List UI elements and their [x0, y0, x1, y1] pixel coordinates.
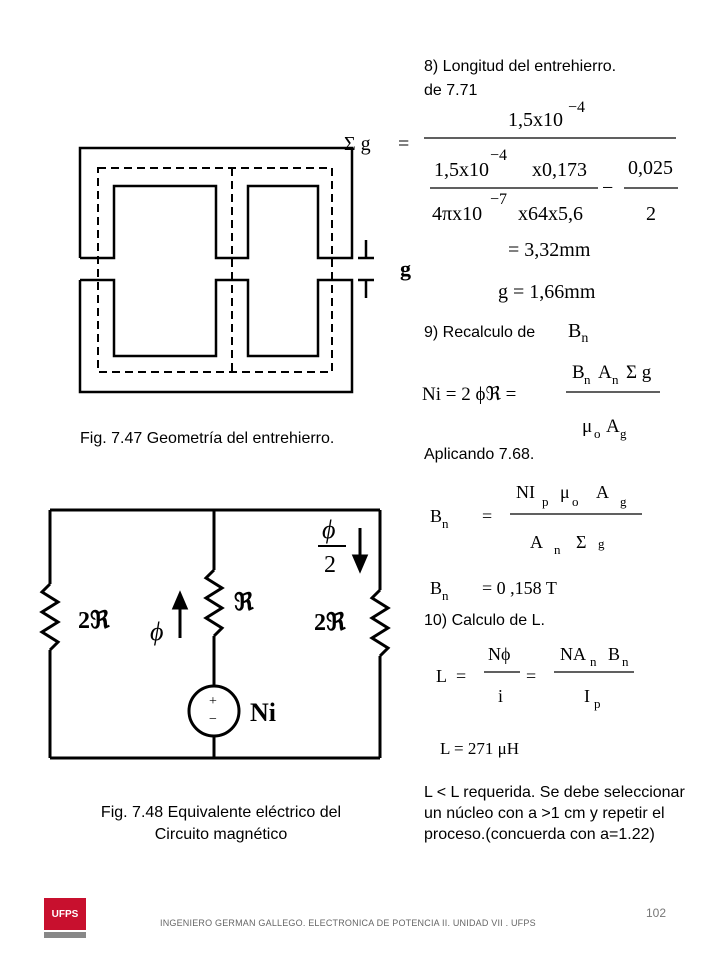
svg-text:A: A [598, 362, 612, 383]
svg-text:p: p [594, 696, 601, 711]
ufps-logo: UFPS [44, 898, 92, 944]
svg-text:A: A [606, 416, 620, 437]
svg-text:NI: NI [516, 482, 535, 502]
svg-text:=: = [482, 506, 492, 526]
eq8-den1a: 1,5x10 [434, 159, 489, 181]
svg-text:n: n [622, 654, 629, 669]
resistor-right [369, 588, 391, 658]
svg-text:n: n [584, 372, 591, 387]
svg-text:n: n [442, 588, 449, 603]
equation-gap-length: Σ g = 1,5x10 −4 1,5x10 −4 x0,173 4πx10 −… [344, 99, 678, 303]
step8-heading: 8) Longitud del entrehierro. [424, 58, 617, 75]
svg-text:A: A [530, 532, 543, 552]
svg-text:=: = [456, 666, 466, 686]
mmf-source [187, 684, 241, 738]
equation-recalc-bn: Ni = 2 ϕℜ = B n A n Σ g μ o A g [422, 362, 660, 441]
eq8-num: 1,5x10 [508, 109, 563, 131]
svg-text:=: = [398, 133, 409, 155]
svg-text:μ: μ [560, 482, 570, 502]
eq8-den1b: x0,173 [532, 159, 587, 181]
svg-text:Σ: Σ [576, 532, 586, 552]
r-right-label: 2ℜ [314, 610, 346, 636]
eq968-result: = 0 ,158 T [482, 578, 557, 598]
svg-text:μ: μ [582, 416, 592, 437]
fig2-caption-line1: Fig. 7.48 Equivalente eléctrico del [100, 804, 342, 821]
svg-text:Σ g: Σ g [626, 362, 652, 383]
step9-apply: Aplicando 7.68. [424, 446, 535, 463]
eq9-lhs: Ni = 2 ϕℜ = [422, 384, 516, 405]
svg-text:n: n [442, 516, 449, 531]
resistor-left [39, 582, 61, 652]
svg-text:n: n [612, 372, 619, 387]
conclusion-text: L < L requerida. Se debe seleccionar un … [424, 784, 685, 843]
svg-text:Nϕ: Nϕ [488, 644, 510, 664]
svg-text:A: A [596, 482, 609, 502]
step8-ref: de 7.71 [424, 82, 478, 99]
svg-text:−: − [602, 177, 613, 199]
svg-text:o: o [572, 494, 579, 509]
eq8-num-exp: −4 [568, 99, 585, 116]
phi-half-num: ϕ [322, 515, 335, 544]
eq10-result: L = 271 μH [440, 739, 519, 758]
svg-text:n: n [554, 542, 561, 557]
svg-text:I: I [584, 686, 590, 706]
svg-text:g: g [620, 426, 627, 441]
svg-text:B: B [572, 362, 585, 383]
phi-arrow-up [171, 590, 189, 638]
svg-text:g: g [620, 494, 627, 509]
eq8-res2: g = 1,66mm [498, 281, 596, 303]
eq8-den1d: x64x5,6 [518, 203, 583, 225]
phi-half-den: 2 [324, 552, 336, 578]
svg-text:+: + [209, 694, 217, 709]
step9-heading: 9) Recalculo de [424, 324, 536, 341]
svg-text:o: o [594, 426, 601, 441]
eq8-den2n: 0,025 [628, 157, 673, 179]
equation-7-68: B n = NI p μ o A g A n Σ g B n = 0 ,158 … [430, 482, 642, 603]
footer-text: INGENIERO GERMAN GALLEGO. ELECTRONICA DE… [160, 918, 536, 928]
svg-text:B: B [430, 578, 442, 598]
svg-text:n: n [590, 654, 597, 669]
eq8-den1c-exp: −7 [490, 191, 507, 208]
svg-text:B: B [430, 506, 442, 526]
r-left-label: 2ℜ [78, 608, 110, 634]
eq8-den1c: 4πx10 [432, 203, 482, 225]
eq8-res1: = 3,32mm [508, 239, 591, 261]
phi-label: ϕ [150, 617, 163, 646]
figure-circuit: 2ℜ ℜ 2ℜ ϕ ϕ 2 + − Ni [39, 508, 391, 760]
svg-text:p: p [542, 494, 549, 509]
gap-marker [358, 240, 374, 298]
source-label: Ni [250, 698, 276, 727]
eq8-den1a-exp: −4 [490, 147, 507, 164]
step9-symbol: Bn [568, 320, 589, 346]
phi-half-arrow-down [351, 528, 369, 574]
svg-text:L: L [436, 666, 447, 686]
r-mid-label: ℜ [234, 590, 254, 616]
fig1-caption: Fig. 7.47 Geometría del entrehierro. [80, 430, 335, 447]
eq8-den2d: 2 [646, 203, 656, 225]
fig2-caption-line2: Circuito magnético [154, 826, 288, 843]
svg-text:=: = [526, 666, 536, 686]
page-number: 102 [646, 906, 667, 920]
resistor-middle [203, 568, 225, 638]
gap-label: g [400, 256, 411, 281]
svg-text:i: i [498, 686, 503, 706]
svg-text:g: g [598, 536, 605, 551]
svg-text:B: B [608, 644, 620, 664]
eq8-lhs: Σ g [344, 133, 371, 155]
equation-inductance: L = Nϕ i = NA n B n I p L = 271 μH [436, 644, 634, 758]
step10-heading: 10) Calculo de L. [424, 612, 545, 629]
figure-gap-geometry: g [78, 146, 411, 394]
svg-text:−: − [209, 712, 217, 727]
svg-text:NA: NA [560, 644, 586, 664]
